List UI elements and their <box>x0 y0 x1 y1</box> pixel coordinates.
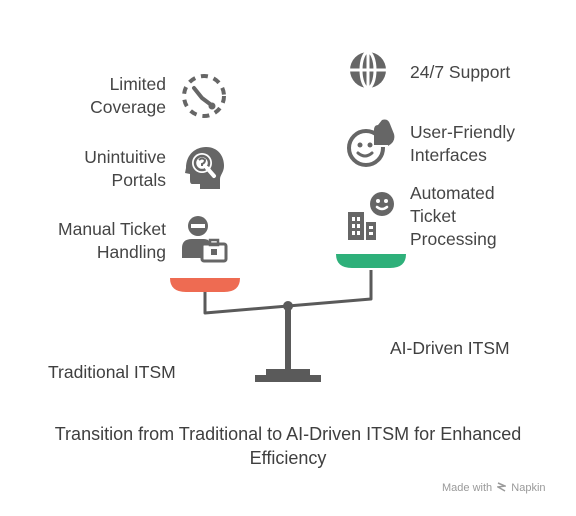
caption: Transition from Traditional to AI-Driven… <box>0 422 576 470</box>
right-item-line1: Automated <box>410 183 495 203</box>
brand-name: Napkin <box>511 482 546 494</box>
scale-pillar <box>285 306 291 369</box>
left-title: Traditional ITSM <box>48 362 176 382</box>
globe-icon <box>346 48 390 92</box>
right-item-line2: Ticket <box>410 206 457 226</box>
right-item-label: 24/7 Support <box>410 62 511 82</box>
person-briefcase-icon <box>178 212 230 264</box>
napkin-logo-icon <box>495 482 508 492</box>
right-item-automated-ticket-processing: Automated Ticket Processing <box>410 182 560 251</box>
scale-pivot <box>283 301 293 311</box>
left-item-line1: Manual Ticket <box>58 219 166 239</box>
face-hand-icon <box>344 116 400 172</box>
left-item-limited-coverage: Limited Coverage <box>60 73 166 119</box>
right-item-line2: Interfaces <box>410 145 487 165</box>
head-question-icon <box>178 142 228 194</box>
right-item-line3: Processing <box>410 229 497 249</box>
left-item-line2: Handling <box>96 242 166 262</box>
left-item-line1: Unintuitive <box>84 147 166 167</box>
robot-building-icon <box>344 190 400 242</box>
right-pan <box>336 254 406 268</box>
left-item-line2: Coverage <box>90 97 166 117</box>
scale-base-top <box>266 369 310 375</box>
left-item-unintuitive-portals: Unintuitive Portals <box>40 146 166 192</box>
brand-made-with: Made with <box>442 482 493 494</box>
left-item-line1: Limited <box>109 74 166 94</box>
right-item-user-friendly-interfaces: User-Friendly Interfaces <box>410 121 560 167</box>
right-title: AI-Driven ITSM <box>390 338 510 358</box>
left-item-manual-ticket-handling: Manual Ticket Handling <box>20 218 166 264</box>
scale-base <box>255 375 321 382</box>
left-item-line2: Portals <box>111 170 166 190</box>
right-item-line1: User-Friendly <box>410 122 516 142</box>
left-pan <box>170 278 240 292</box>
caption-line1: Transition from Traditional to AI-Driven… <box>54 424 522 444</box>
napkin-brand: Made with Napkin <box>442 482 562 494</box>
dashed-circle-icon <box>178 70 230 122</box>
caption-line2: Efficiency <box>249 448 327 468</box>
right-item-24-7-support: 24/7 Support <box>410 61 560 84</box>
